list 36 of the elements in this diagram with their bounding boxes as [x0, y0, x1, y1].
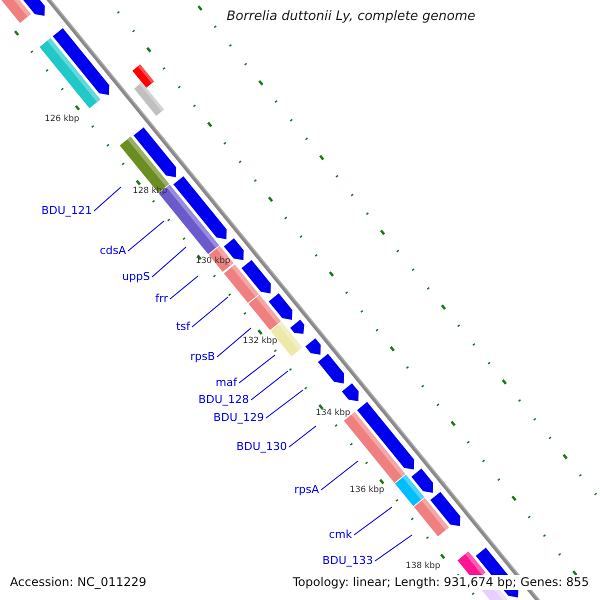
gene-label: BDU_129	[213, 411, 264, 425]
gene-label: cmk	[328, 528, 352, 542]
leader-line	[216, 328, 252, 358]
gene-label: tsf	[176, 320, 190, 334]
accession-text: Accession: NC_011229	[9, 575, 148, 590]
scale-label: 136 kbp	[350, 485, 384, 496]
gene-label: uppS	[122, 270, 150, 284]
scale-label: 130 kbp	[196, 256, 230, 267]
leader-line	[266, 390, 304, 418]
gene-label: BDU_130	[236, 440, 287, 454]
leader-line	[170, 276, 198, 300]
gene-label: BDU_128	[198, 393, 249, 407]
leader-line	[192, 296, 228, 328]
scale-label: 126 kbp	[44, 114, 80, 125]
leader-line	[374, 534, 412, 562]
leader-line	[354, 506, 392, 536]
leader-line	[128, 220, 164, 252]
scale-label: 128 kbp	[132, 186, 168, 197]
gene-label: frr	[155, 292, 168, 306]
title: Borrelia duttonii Ly, complete genome	[226, 9, 476, 24]
gene-label: maf	[216, 376, 237, 390]
gene-label: BDU_121	[41, 204, 92, 218]
leader-line	[250, 370, 288, 400]
leader-line	[320, 460, 358, 490]
gene-label: BDU_133	[322, 554, 373, 568]
scale-label: 134 kbp	[316, 408, 350, 419]
gene-label: cdsA	[100, 244, 126, 258]
genome-info-text: Topology: linear; Length: 931,674 bp; Genes: 855	[292, 575, 590, 590]
leader-line	[94, 186, 122, 212]
gene-label: rpsA	[294, 483, 319, 497]
scale-label: 138 kbp	[406, 561, 440, 572]
leader-line	[288, 426, 316, 448]
gene-label: rpsB	[190, 350, 215, 364]
leader-line	[238, 354, 276, 384]
scale-label: 132 kbp	[242, 336, 278, 347]
leader-line	[152, 246, 186, 278]
